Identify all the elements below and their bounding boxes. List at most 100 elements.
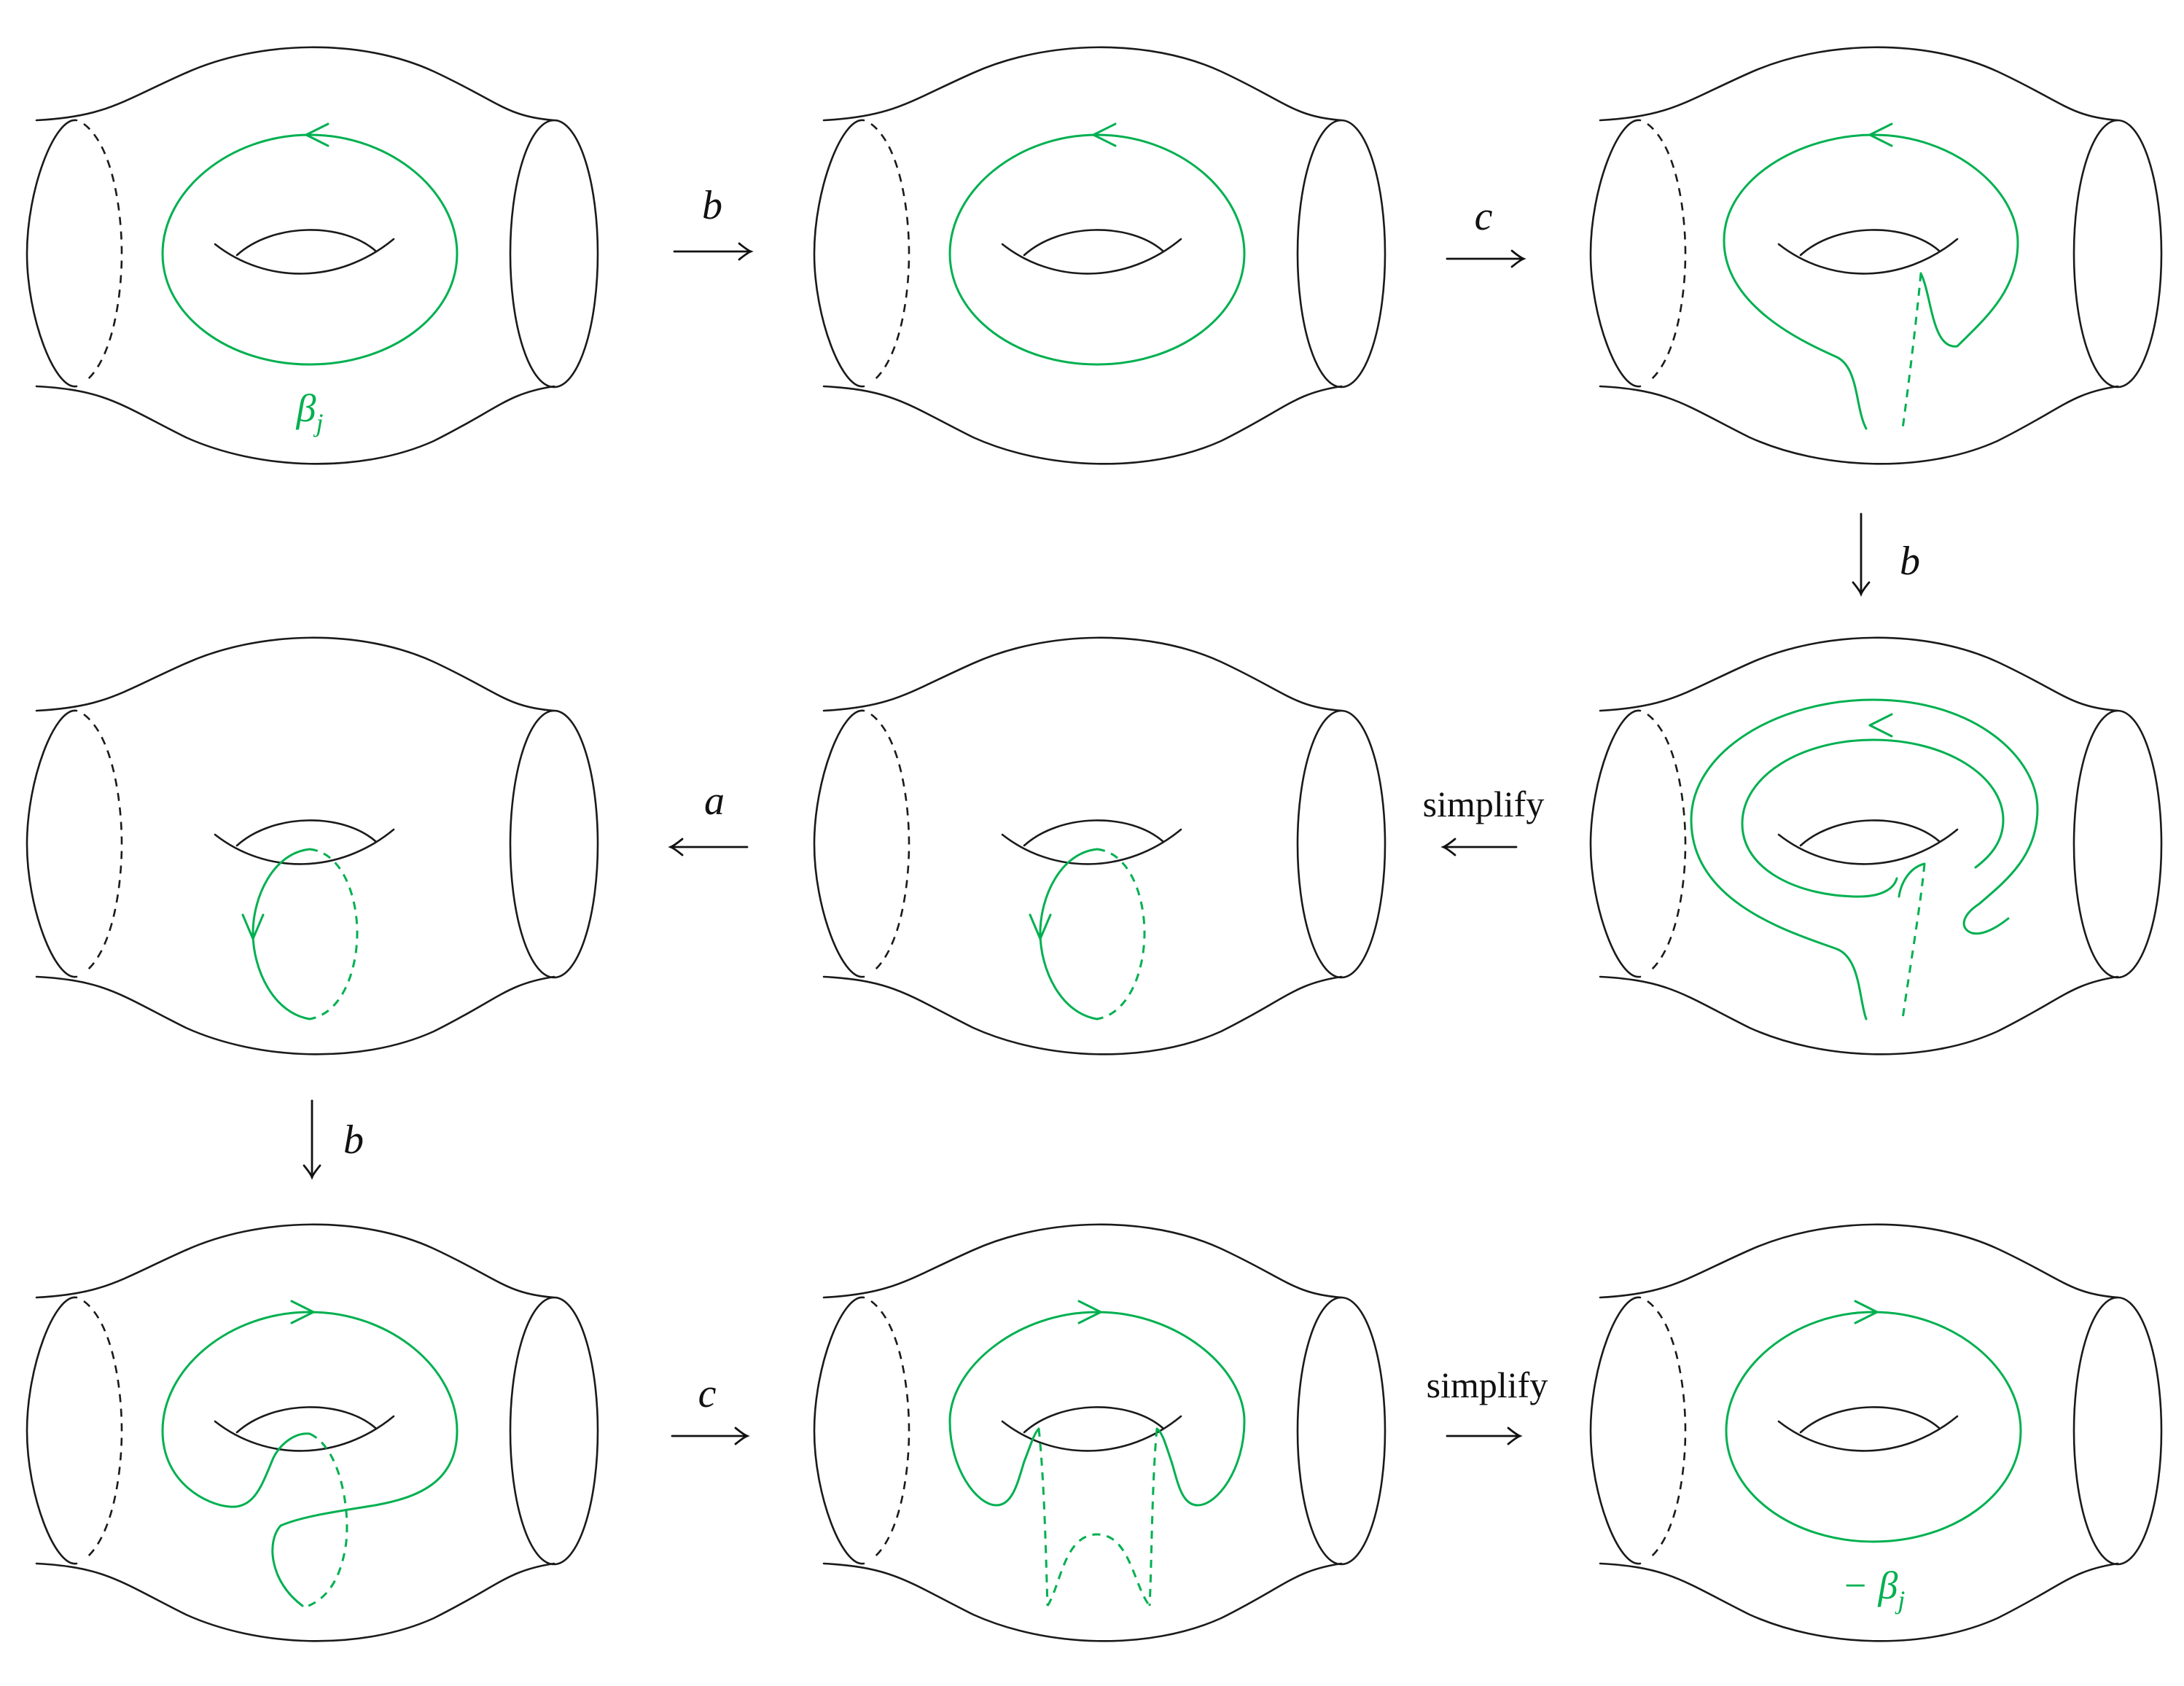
arrow-head: [1510, 249, 1526, 268]
left-boundary: [1589, 709, 1642, 978]
genus-hole: [214, 819, 395, 865]
arrow-label: b: [343, 1117, 364, 1163]
genus-hole: [1001, 819, 1182, 865]
left-boundary-hidden: [870, 1300, 910, 1561]
green-curve-1: [271, 1311, 459, 1607]
surface-panel-2: [813, 46, 1387, 465]
left-boundary: [26, 119, 78, 388]
genus-hole: [1001, 229, 1182, 275]
arrow-head: [734, 1427, 750, 1445]
orientation-arrow: [1868, 713, 1893, 738]
curve-label: βj: [296, 386, 324, 437]
orientation-arrow: [241, 913, 265, 940]
orientation-arrow: [1077, 1300, 1102, 1324]
surface-panel-8: [813, 1223, 1387, 1642]
right-boundary: [2072, 119, 2163, 389]
left-boundary: [813, 709, 865, 978]
orientation-arrow: [290, 1300, 315, 1324]
green-curve-2: [1901, 273, 1922, 429]
arrow-label: a: [704, 778, 725, 824]
left-boundary-hidden: [83, 1300, 123, 1561]
orientation-arrow: [1854, 1300, 1879, 1324]
surface-panel-1: βj: [26, 46, 599, 465]
arrow-head: [738, 242, 754, 261]
surface-panel-3: [1589, 46, 2163, 465]
right-boundary: [509, 119, 599, 389]
genus-hole: [1777, 229, 1959, 275]
green-curve-3: [1872, 738, 2005, 869]
green-curve-4: [1046, 1533, 1151, 1607]
surface-outline: [822, 1223, 1343, 1642]
left-boundary-hidden: [83, 122, 123, 384]
arrow-b-1: b: [673, 183, 754, 261]
green-curve-1: [1096, 1311, 1246, 1507]
left-boundary: [813, 1296, 865, 1565]
surface-panel-9: − βj: [1589, 1223, 2163, 1642]
surface-outline: [35, 1223, 555, 1642]
arrow-head: [1507, 1427, 1523, 1445]
genus-hole: [214, 1406, 395, 1452]
arrow-b-6: b: [303, 1099, 364, 1180]
left-boundary-hidden: [1647, 122, 1687, 384]
arrow-head: [303, 1164, 321, 1180]
right-boundary: [1296, 119, 1387, 389]
surface-outline: [822, 46, 1343, 465]
green-curve-1: [1725, 1311, 2022, 1543]
left-boundary: [1589, 119, 1642, 388]
surface-outline: [822, 636, 1343, 1055]
green-curve-2: [948, 1311, 1099, 1507]
genus-hole: [1001, 1406, 1182, 1452]
right-boundary: [2072, 1296, 2163, 1566]
meridian-front: [1039, 848, 1099, 1020]
surface-outline: [1599, 1223, 2119, 1642]
right-boundary: [509, 709, 599, 979]
surface-outline: [35, 46, 555, 465]
green-curve-5: [1901, 863, 1926, 1020]
arrow-head: [1440, 838, 1456, 856]
orientation-arrow: [1029, 913, 1052, 940]
surface-outline: [1599, 636, 2119, 1055]
green-curve-2: [1898, 862, 1926, 898]
left-boundary: [1589, 1296, 1642, 1565]
surface-panel-6: [1589, 636, 2163, 1055]
arrow-c-7: c: [671, 1371, 750, 1445]
surface-panel-4: [26, 636, 599, 1055]
genus-hole: [214, 229, 395, 275]
surface-outline: [35, 636, 555, 1055]
arrow-a-5: a: [668, 778, 749, 856]
meridian-back: [309, 848, 359, 1020]
left-boundary: [813, 119, 865, 388]
genus-hole: [1777, 1406, 1959, 1452]
surface-panel-5: [813, 636, 1387, 1055]
right-boundary: [2072, 709, 2163, 979]
green-curve-4: [1741, 738, 1898, 898]
left-boundary: [26, 1296, 78, 1565]
green-curve-1: [161, 133, 459, 366]
arrow-label: simplify: [1423, 784, 1545, 824]
orientation-arrow: [305, 122, 329, 147]
arrow-head: [668, 838, 684, 856]
arrow-simplify-4: simplify: [1423, 784, 1545, 856]
arrow-label: c: [1475, 194, 1493, 239]
arrow-c-2: c: [1446, 194, 1526, 268]
arrow-label: simplify: [1427, 1365, 1548, 1405]
green-curve-1: [948, 133, 1246, 366]
arrow-label: c: [698, 1371, 717, 1416]
curve-label: − βj: [1842, 1564, 1906, 1615]
right-boundary: [1296, 1296, 1387, 1566]
right-boundary: [1296, 709, 1387, 979]
green-curve-3: [308, 1432, 348, 1607]
arrow-b-3: b: [1852, 512, 1920, 597]
surface-outline: [1599, 46, 2119, 465]
surface-panel-7: [26, 1223, 599, 1642]
orientation-arrow: [1868, 122, 1893, 147]
arrow-simplify-8: simplify: [1427, 1365, 1548, 1445]
green-curve-1: [1723, 133, 2019, 430]
green-curve-3: [1037, 1428, 1158, 1607]
left-boundary-hidden: [83, 713, 123, 975]
arrow-label: b: [1900, 539, 1920, 584]
left-boundary: [26, 709, 78, 978]
right-boundary: [509, 1296, 599, 1566]
